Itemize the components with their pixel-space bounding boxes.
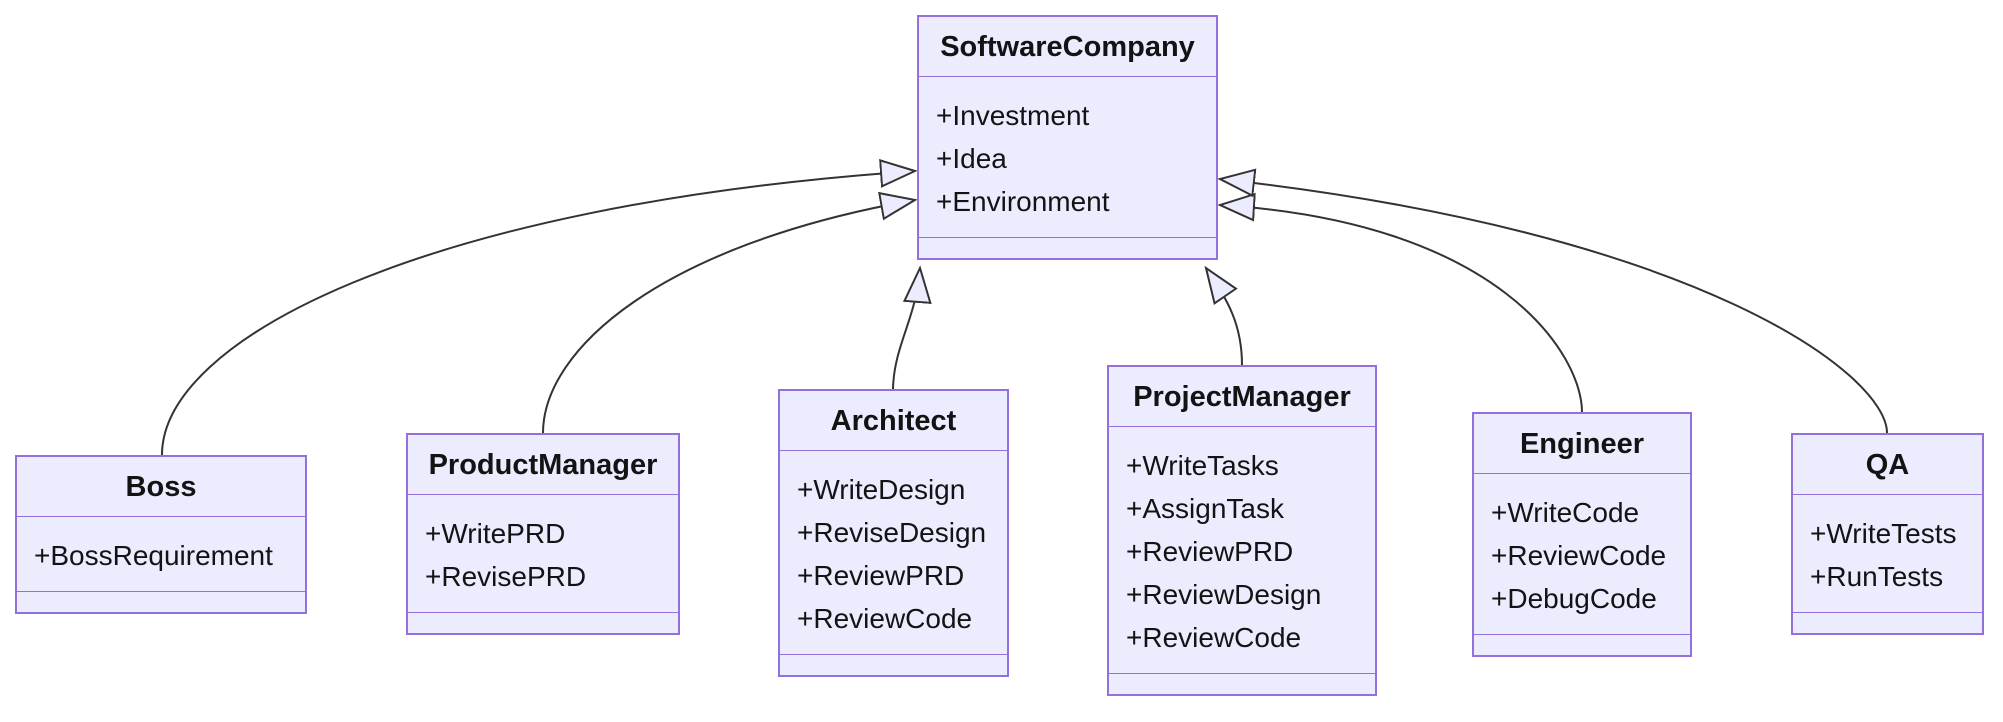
class-members: +WritePRD +RevisePRD bbox=[408, 495, 678, 613]
class-members: +WriteDesign +ReviseDesign +ReviewPRD +R… bbox=[780, 451, 1007, 655]
class-box-softwarecompany: SoftwareCompany +Investment +Idea +Envir… bbox=[917, 15, 1218, 260]
inheritance-edge-engineer bbox=[1217, 192, 1583, 413]
class-box-architect: Architect +WriteDesign +ReviseDesign +Re… bbox=[778, 389, 1009, 677]
inheritance-edge-architect bbox=[892, 265, 932, 390]
class-member: +ReviewPRD bbox=[797, 560, 965, 591]
class-methods-empty bbox=[1474, 635, 1690, 655]
class-member: +WritePRD bbox=[425, 518, 566, 549]
class-name: Boss bbox=[17, 457, 305, 517]
class-member: +Investment bbox=[936, 100, 1090, 131]
class-methods-empty bbox=[1109, 674, 1375, 694]
class-name: ProjectManager bbox=[1109, 367, 1375, 427]
class-box-projectmanager: ProjectManager +WriteTasks +AssignTask +… bbox=[1107, 365, 1377, 696]
inheritance-edge-qa bbox=[1217, 168, 1888, 434]
class-member: +ReviewCode bbox=[797, 603, 973, 634]
class-methods-empty bbox=[1793, 613, 1982, 633]
inheritance-edge-boss bbox=[161, 158, 918, 456]
class-member: +ReviewCode bbox=[1126, 622, 1302, 653]
inheritance-edge-projectmanager bbox=[1204, 265, 1243, 366]
class-members: +WriteTasks +AssignTask +ReviewPRD +Revi… bbox=[1109, 427, 1375, 674]
class-member: +WriteDesign bbox=[797, 474, 966, 505]
class-member: +AssignTask bbox=[1126, 493, 1284, 524]
class-name: SoftwareCompany bbox=[919, 17, 1216, 77]
class-name: Architect bbox=[780, 391, 1007, 451]
class-member: +WriteTests bbox=[1810, 518, 1957, 549]
class-members: +Investment +Idea +Environment bbox=[919, 77, 1216, 238]
class-methods-empty bbox=[780, 655, 1007, 675]
class-members: +WriteCode +ReviewCode +DebugCode bbox=[1474, 474, 1690, 635]
class-box-boss: Boss +BossRequirement bbox=[15, 455, 307, 614]
class-member: +ReviewPRD bbox=[1126, 536, 1294, 567]
class-methods-empty bbox=[17, 592, 305, 612]
class-member: +Idea bbox=[936, 143, 1007, 174]
class-members: +BossRequirement bbox=[17, 517, 305, 592]
class-member: +BossRequirement bbox=[34, 540, 273, 571]
class-members: +WriteTests +RunTests bbox=[1793, 495, 1982, 613]
class-member: +Environment bbox=[936, 186, 1110, 217]
class-name: ProductManager bbox=[408, 435, 678, 495]
class-name: Engineer bbox=[1474, 414, 1690, 474]
class-box-productmanager: ProductManager +WritePRD +RevisePRD bbox=[406, 433, 680, 635]
class-member: +WriteCode bbox=[1491, 497, 1640, 528]
class-member: +ReviewCode bbox=[1491, 540, 1667, 571]
class-member: +DebugCode bbox=[1491, 583, 1657, 614]
inheritance-edge-productmanager bbox=[542, 191, 918, 434]
class-member: +ReviseDesign bbox=[797, 517, 987, 548]
class-member: +ReviewDesign bbox=[1126, 579, 1322, 610]
class-box-engineer: Engineer +WriteCode +ReviewCode +DebugCo… bbox=[1472, 412, 1692, 657]
class-methods-empty bbox=[408, 613, 678, 633]
class-methods-empty bbox=[919, 238, 1216, 258]
class-member: +WriteTasks bbox=[1126, 450, 1279, 481]
class-box-qa: QA +WriteTests +RunTests bbox=[1791, 433, 1984, 635]
class-member: +RunTests bbox=[1810, 561, 1944, 592]
class-member: +RevisePRD bbox=[425, 561, 587, 592]
class-name: QA bbox=[1793, 435, 1982, 495]
